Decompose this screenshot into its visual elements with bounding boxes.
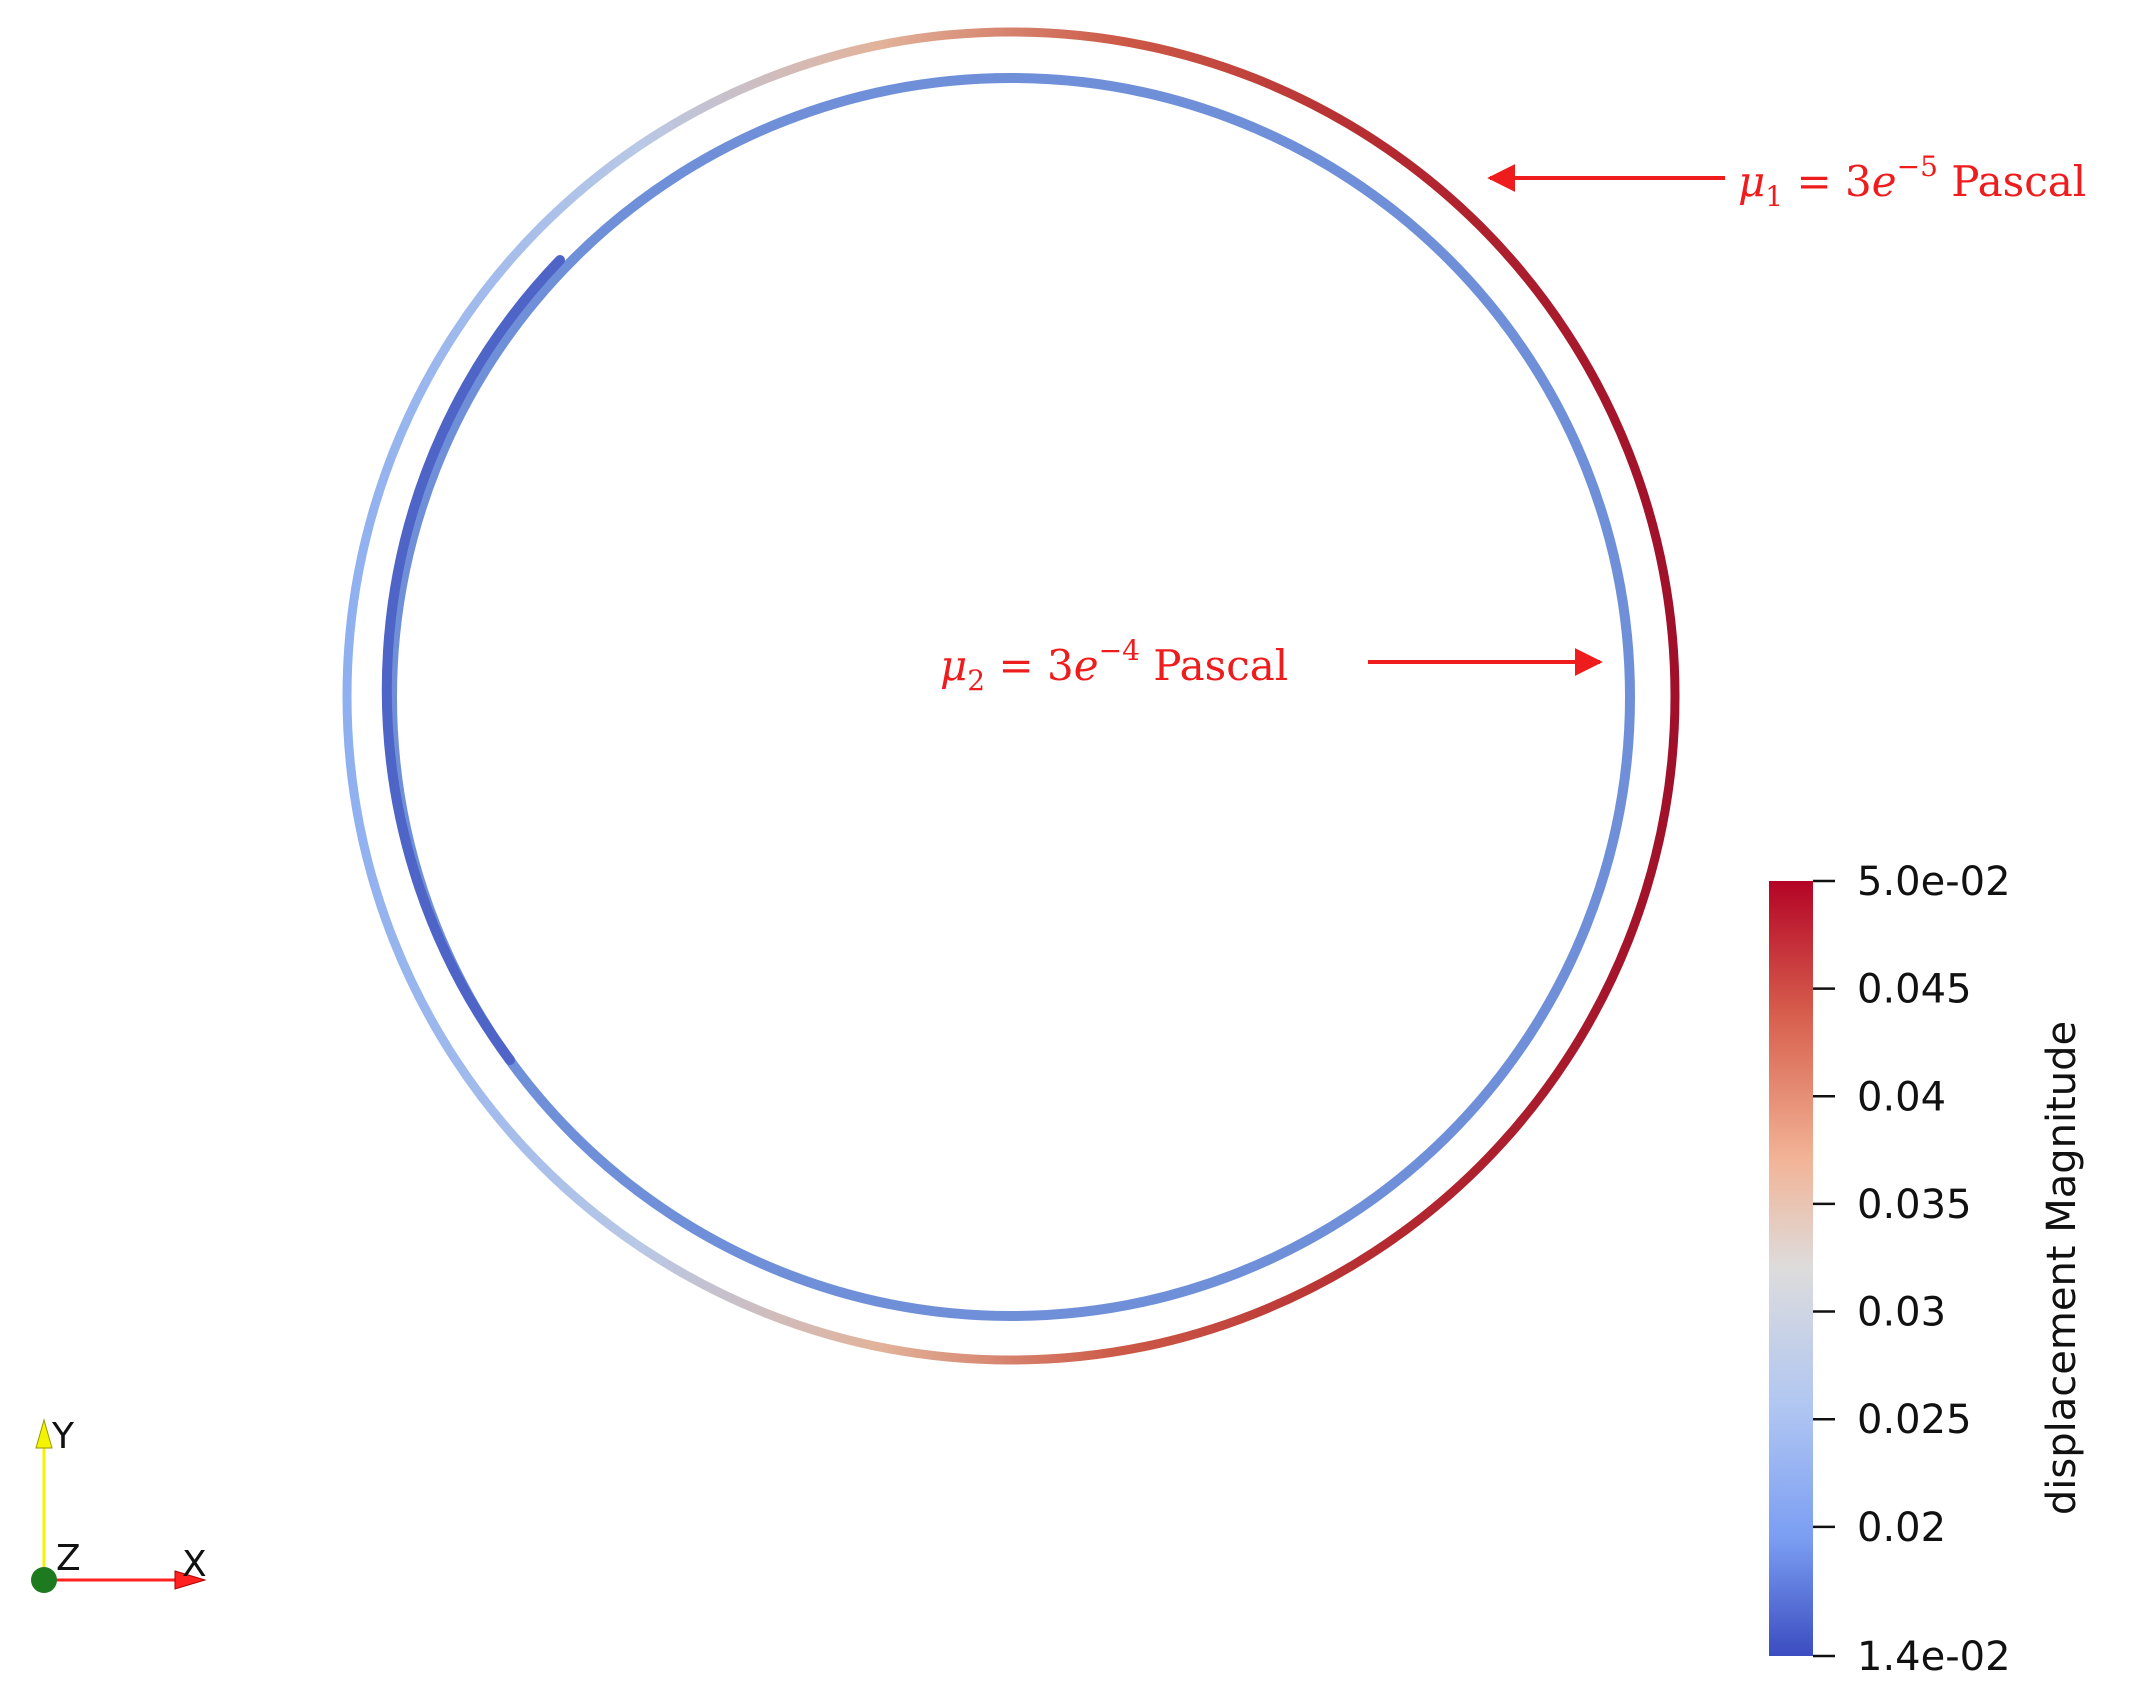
colorbar-tick-label: 0.02	[1857, 1505, 1946, 1551]
outer-ring	[342, 27, 1680, 1365]
mu1-sub: 1	[1765, 180, 1783, 213]
colorbar-title: displacement Magnitude	[2039, 1021, 2085, 1515]
inner-ring-shade	[381, 255, 565, 1065]
colorbar-tick-label: 0.045	[1857, 967, 1972, 1013]
z-axis-label: Z	[56, 1538, 81, 1579]
y-axis-arrowhead	[35, 1418, 53, 1449]
mu1-unit: Pascal	[1938, 157, 2086, 206]
orientation-axes: Y Z X	[31, 1416, 207, 1593]
mu1-exp: −5	[1897, 150, 1938, 183]
colorbar-ticks: 5.0e-02 0.045 0.04 0.035 0.03 0.025 0.02 1.4e-0…	[1813, 859, 2011, 1680]
mu2-equals: = 3	[985, 641, 1074, 690]
z-axis-dot	[31, 1567, 57, 1593]
colorbar-tick-label: 0.03	[1857, 1290, 1946, 1336]
y-axis-label: Y	[51, 1416, 75, 1457]
mu2-unit: Pascal	[1140, 641, 1288, 690]
mu1-equals: = 3	[1783, 157, 1872, 206]
colorbar-tick-label: 0.025	[1857, 1397, 1972, 1443]
x-axis-arrowhead	[174, 1570, 207, 1590]
colorbar-tick-label: 5.0e-02	[1857, 859, 2011, 905]
mu1-e: e	[1872, 157, 1897, 206]
mu1-label: μ1 = 3e−5 Pascal	[1738, 150, 2086, 213]
mu2-symbol: μ	[940, 641, 967, 690]
colorbar-tick-label: 0.035	[1857, 1182, 1972, 1228]
colorbar-tick-label: 0.04	[1857, 1074, 1946, 1120]
mu2-exp: −4	[1099, 634, 1140, 667]
mu2-e: e	[1074, 641, 1099, 690]
mu1-symbol: μ	[1738, 157, 1765, 206]
mu2-sub: 2	[967, 664, 985, 697]
x-axis-label: X	[182, 1544, 207, 1585]
colorbar-tick-label: 1.4e-02	[1857, 1634, 2011, 1680]
inner-ring	[387, 73, 1635, 1321]
mu2-label: μ2 = 3e−4 Pascal	[940, 634, 1288, 697]
colorbar-bar	[1769, 881, 1813, 1656]
colorbar: 5.0e-02 0.045 0.04 0.035 0.03 0.025 0.02 1.4e-0…	[1769, 859, 2085, 1680]
